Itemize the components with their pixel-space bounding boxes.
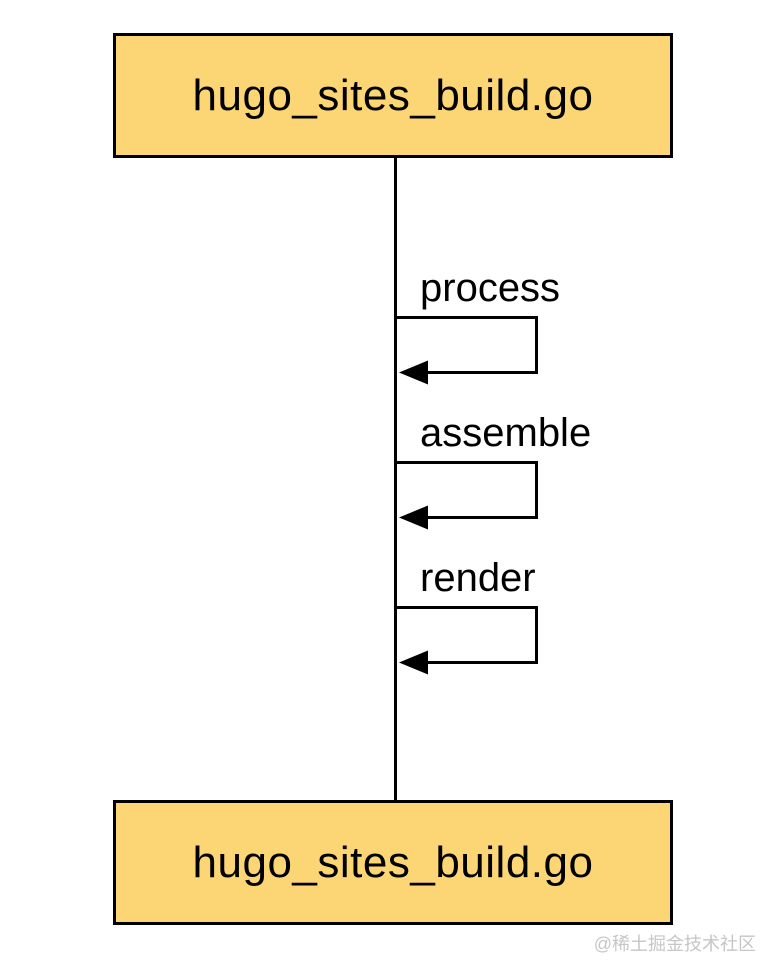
self-call-process-label: process <box>420 266 561 310</box>
participant-bottom-label: hugo_sites_build.go <box>192 837 594 887</box>
participant-box-bottom: hugo_sites_build.go <box>113 800 673 925</box>
self-call-assemble-label: assemble <box>420 411 592 455</box>
self-call-render-label: render <box>420 556 536 600</box>
self-call-process: process <box>395 268 560 392</box>
self-call-arrow-icon <box>395 606 538 675</box>
self-call-arrow-icon <box>395 461 538 530</box>
participant-box-top: hugo_sites_build.go <box>113 33 673 158</box>
watermark: @稀土掘金技术社区 <box>593 934 756 954</box>
self-call-arrow-icon <box>395 316 538 385</box>
participant-top-label: hugo_sites_build.go <box>192 70 594 120</box>
self-call-render: render <box>395 558 545 682</box>
lifeline <box>394 158 397 800</box>
self-call-assemble: assemble <box>395 413 591 537</box>
